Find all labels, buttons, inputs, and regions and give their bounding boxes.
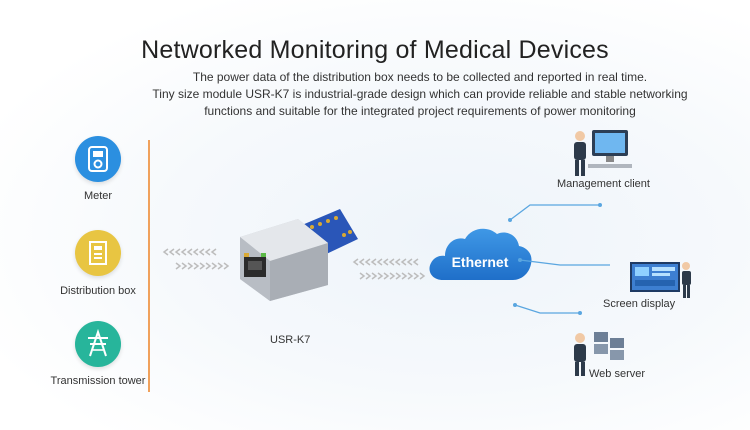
description-line-1: The power data of the distribution box n… — [192, 70, 648, 84]
description-line-2: Tiny size module USR-K7 is industrial-gr… — [152, 87, 688, 101]
device-label: USR-K7 — [270, 334, 311, 346]
screen-display-icon — [630, 262, 691, 298]
screen-display-label: Screen display — [603, 298, 676, 310]
divider-line — [148, 140, 150, 392]
transmission-tower-icon — [75, 321, 121, 367]
web-server-label: Web server — [589, 368, 646, 380]
management-client-icon — [574, 130, 632, 176]
description-line-3: functions and suitable for the integrate… — [204, 104, 636, 118]
meter-icon — [75, 136, 121, 182]
source-label-meter: Meter — [83, 190, 113, 202]
connector-lines — [508, 203, 610, 315]
usr-k7-module-image — [240, 209, 358, 301]
source-label-distribution-box: Distribution box — [60, 285, 136, 297]
web-server-icon — [574, 332, 624, 376]
arrows-right — [352, 258, 426, 280]
source-label-transmission-tower: Transmission tower — [50, 375, 146, 387]
ethernet-cloud-icon — [429, 228, 532, 280]
ethernet-label: Ethernet — [451, 254, 509, 270]
page-title: Networked Monitoring of Medical Devices — [141, 36, 609, 64]
distribution-box-icon — [75, 230, 121, 276]
management-client-label: Management client — [557, 178, 650, 190]
arrows-left — [162, 248, 230, 270]
